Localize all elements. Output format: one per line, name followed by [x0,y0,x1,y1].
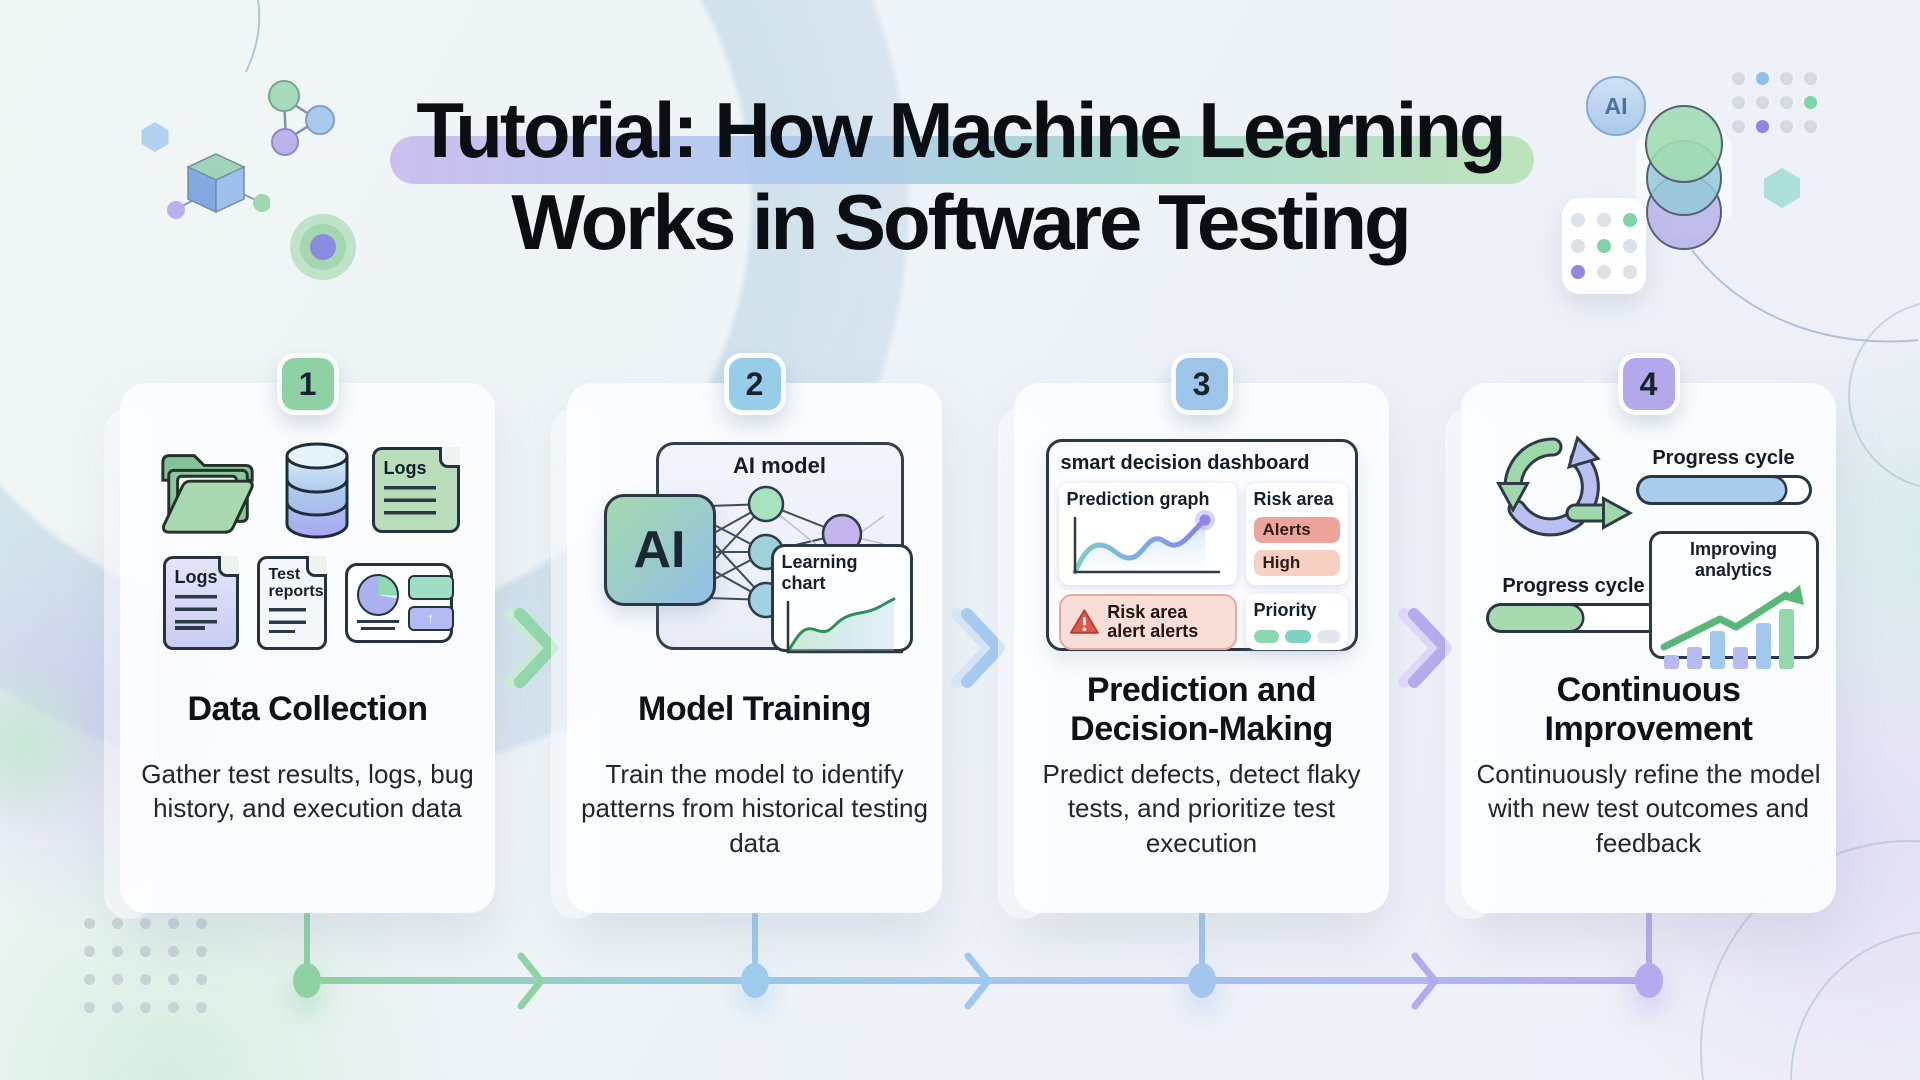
green-dot-left-edge [0,660,110,830]
page-title-line2-wrap: Works in Software Testing [511,176,1411,268]
cycle-arrows-icon [1495,434,1633,536]
up-arrow-chip-icon: ↑ [407,606,454,631]
step-badge-1: 1 [276,353,339,415]
report-dashboard-icon: ↑ [344,563,454,643]
dashboard-title: smart decision dashboard [1060,452,1310,474]
learning-chart-panel: Learning chart [770,544,913,654]
timeline-stem [1199,912,1205,979]
timeline-node [741,963,769,998]
page-title-line1: Tutorial: How Machine Learning [416,86,1506,174]
data-collection-icons: Logs Logs Test reports [156,440,460,650]
page-title-line1-wrap: Tutorial: How Machine Learning [390,84,1534,184]
timeline-stem [752,912,758,979]
high-pill: High [1253,550,1340,576]
progress-cycle-top: Progress cycle [1638,447,1809,502]
priority-pills [1253,630,1340,643]
prediction-graph-panel: Prediction graph [1058,483,1237,585]
timeline-chevron-icon [964,952,992,1010]
timeline-chevron-icon [1411,952,1439,1010]
green-chip-icon [407,575,454,600]
timeline-node [293,963,321,998]
alerts-pill: Alerts [1253,517,1340,543]
step-badge-2: 2 [723,353,786,415]
step-description: Predict defects, detect flaky tests, and… [1042,759,1361,858]
page-fold-icon [305,556,327,577]
priority-panel: Priority [1245,594,1348,650]
progress-fill-blue [1638,477,1785,502]
step-card-model-training: 2 AI model [551,353,942,919]
timeline-chevron-icon [517,952,545,1010]
bar-chart-icon [1660,584,1804,669]
logs-document-icon: Logs [371,447,460,533]
step-title: Data Collection [187,690,428,729]
risk-alert-banner: Risk area alert alerts [1058,594,1237,650]
progress-bar [1638,477,1809,502]
progress-bar [1488,605,1659,630]
page-title-line2: Works in Software Testing [511,178,1411,267]
step-card-prediction: 3 smart decision dashboard Prediction gr… [998,353,1389,919]
step-description: Continuously refine the model with new t… [1476,759,1821,858]
step-title: Model Training [638,690,871,729]
ring-right-edge [1848,300,1920,490]
progress-cycle-left: Progress cycle [1488,575,1659,630]
pie-chart-icon [356,574,399,616]
thin-curve-top-left [245,0,261,73]
step-card-continuous-improvement: 4 [1445,353,1836,919]
step-card-data-collection: 1 [104,353,495,919]
test-reports-document-icon: Test reports [256,556,327,650]
warning-triangle-icon [1069,609,1099,634]
title-highlight-bar [390,136,1534,184]
model-training-illustration: AI model [590,430,920,660]
folder-icon [160,454,254,534]
step-badge-3: 3 [1170,353,1233,415]
ai-chip-icon: AI [603,494,716,606]
ring-bottom-right-inner [1790,930,1920,1080]
timeline [307,977,1650,984]
step-description: Gather test results, logs, bug history, … [141,759,474,824]
continuous-improvement-illustration: Progress cycle Progress cycle Improving … [1479,429,1819,669]
page-fold-icon [438,447,460,468]
analytics-panel: Improving analytics [1648,530,1819,669]
page-fold-icon [217,556,239,577]
timeline-node [1188,963,1216,998]
step-badge-4: 4 [1617,353,1680,415]
learning-curve-icon [786,597,903,654]
logs-document-icon: Logs [162,556,239,650]
decision-dashboard-panel: smart decision dashboard Prediction grap… [1045,439,1358,651]
step-description: Train the model to identify patterns fro… [581,759,928,858]
step-title: Prediction and Decision-Making [1070,670,1333,748]
header: Tutorial: How Machine Learning Works in … [0,84,1920,268]
prediction-curve-icon [1072,510,1220,575]
dots-grid-bottom-left [84,918,207,1013]
timeline-node [1635,963,1663,998]
database-icon [285,442,348,539]
progress-fill-green [1488,605,1582,630]
risk-area-panel: Risk area Alerts High [1245,483,1348,585]
